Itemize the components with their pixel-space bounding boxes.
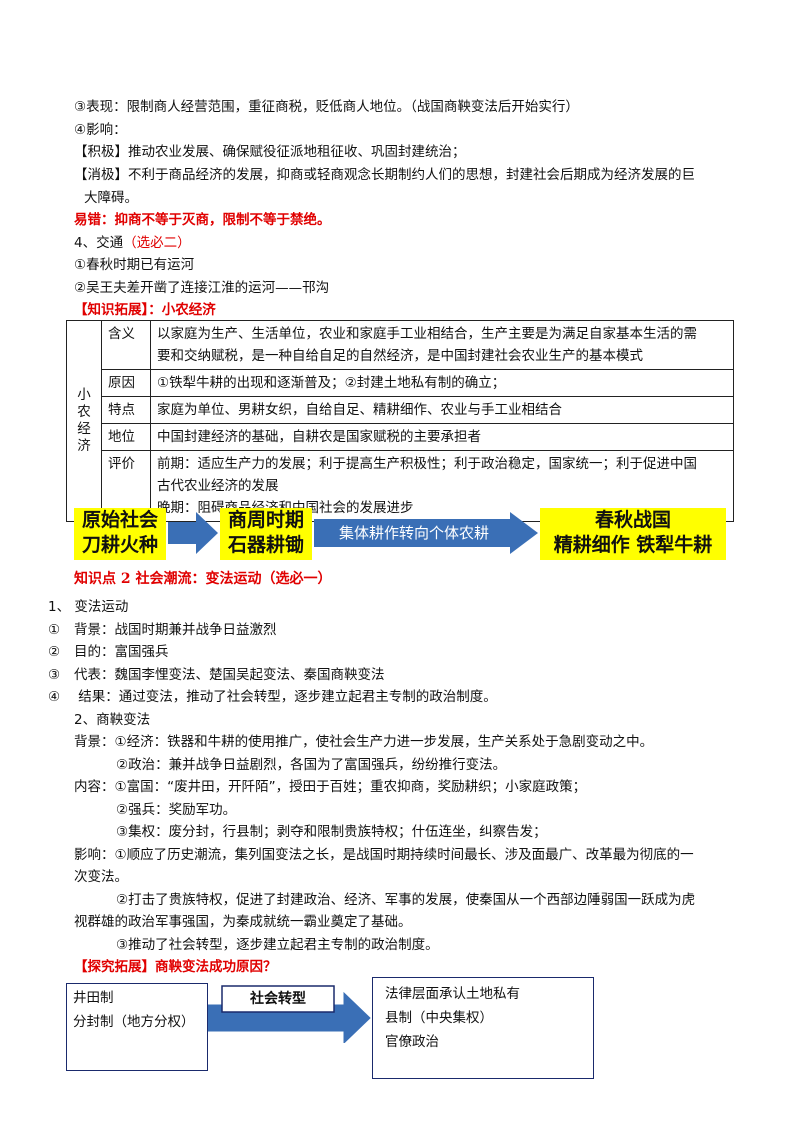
negative-line-2: 大障碍。: [84, 190, 138, 206]
impact-line-1: 影响：①顺应了历史潮流，集列国变法之长，是战国时期持续时间最长、涉及面最广、改革…: [74, 847, 694, 863]
content-line-2: ②强兵：奖励军功。: [116, 802, 237, 818]
new-system-item: 法律层面承认土地私有: [385, 986, 520, 1002]
positive-line: 【积极】推动农业发展、确保赋役征派地租征收、巩固封建统治；: [74, 144, 466, 160]
transition-label: 社会转型: [250, 991, 306, 1007]
transition-arrow: 社会转型: [208, 985, 372, 1043]
common-mistake: 易错：抑商不等于灭商，限制不等于禁绝。: [74, 212, 331, 228]
table-side-label: 小农经济: [66, 320, 102, 522]
explore-extension: 【探究拓展】商鞅变法成功原因？: [74, 959, 277, 975]
negative-line-1: 【消极】不利于商品经济的发展，抑商或轻商观念长期制约人们的思想，封建社会后期成为…: [74, 167, 695, 183]
new-system-item: 县制（中央集权）: [385, 1010, 493, 1026]
stage-shang-zhou: 商周时期石器耕锄: [220, 508, 312, 560]
new-system-box: 法律层面承认土地私有 县制（中央集权） 官僚政治: [372, 977, 594, 1079]
content-line-3: ③集权：废分封，行县制；剥夺和限制贵族特权；什伍连坐，纠察告发；: [116, 824, 547, 840]
knowledge-extension: 【知识拓展】：小农经济: [74, 302, 216, 318]
knowledge-point-2-title: 知识点 2 社会潮流：变法运动（选必一）: [74, 571, 332, 587]
flow-arrow-1: [168, 512, 218, 554]
table-row-key: 含义: [101, 320, 151, 370]
old-system-box: 井田制 分封制（地方分权）: [66, 983, 208, 1071]
flow-arrow-2: 集体耕作转向个体农耕: [314, 512, 538, 554]
table-row-key: 原因: [101, 369, 151, 397]
table-row-value: 以家庭为生产、生活单位，农业和家庭手工业相结合，生产主要是为满足自家基本生活的需…: [150, 320, 734, 370]
table-row-value: ①铁犁牛耕的出现和逐渐普及；②封建土地私有制的确立；: [150, 369, 734, 397]
transport-heading: 4、交通（选必二）: [74, 234, 191, 252]
table-row-key: 地位: [101, 423, 151, 451]
shang-yang-heading: 2、商鞅变法: [74, 712, 151, 728]
background-line-1: 背景：①经济：铁器和牛耕的使用推广，使社会生产力进一步发展，生产关系处于急剧变动…: [74, 734, 654, 750]
impact-line-3: ③推动了社会转型，逐步建立起君主专制的政治制度。: [116, 937, 439, 953]
table-row-key: 特点: [101, 396, 151, 424]
impact-line-2: ②打击了贵族特权，促进了封建政治、经济、军事的发展，使秦国从一个西部边陲弱国一跃…: [116, 892, 696, 908]
stage-primitive: 原始社会刀耕火种: [74, 508, 166, 560]
performance-line: ③表现：限制商人经营范围，重征商税，贬低商人地位。（战国商鞅变法后开始实行）: [74, 99, 579, 115]
background-line-2: ②政治：兼并战争日益剧烈，各国为了富国强兵，纷纷推行变法。: [116, 757, 507, 773]
old-system-item: 井田制: [73, 990, 114, 1006]
new-system-item: 官僚政治: [385, 1034, 439, 1050]
small-peasant-economy-table: 小农经济 含义 以家庭为生产、生活单位，农业和家庭手工业相结合，生产主要是为满足…: [66, 320, 734, 522]
content-line-1: 内容：①富国：“废井田，开阡陌”，授田于百姓；重农抑商，奖励耕织；小家庭政策；: [74, 779, 587, 795]
transport-tag: （选必二）: [123, 235, 191, 251]
old-system-item: 分封制（地方分权）: [73, 1014, 195, 1030]
canal-line-2: ②吴王夫差开凿了连接江淮的运河——邗沟: [74, 280, 330, 296]
table-row-value: 中国封建经济的基础，自耕农是国家赋税的主要承担者: [150, 423, 734, 451]
canal-line-1: ①春秋时期已有运河: [74, 257, 195, 273]
table-row-value: 家庭为单位、男耕女织，自给自足、精耕细作、农业与手工业相结合: [150, 396, 734, 424]
impact-line-1b: 次变法。: [74, 869, 128, 885]
reform-heading: 1、 变法运动: [48, 599, 129, 615]
reform-item: ④ 结果：通过变法，推动了社会转型，逐步建立起君主专制的政治制度。: [48, 689, 497, 705]
impact-line-2b: 视群雄的政治军事强国，为秦成就统一霸业奠定了基础。: [74, 914, 412, 930]
transport-label: 4、交通: [74, 235, 124, 251]
flow-arrow-label: 集体耕作转向个体农耕: [338, 524, 489, 542]
stage-spring-autumn: 春秋战国精耕细作 铁犁牛耕: [540, 508, 726, 560]
influence-heading: ④影响：: [74, 122, 127, 138]
